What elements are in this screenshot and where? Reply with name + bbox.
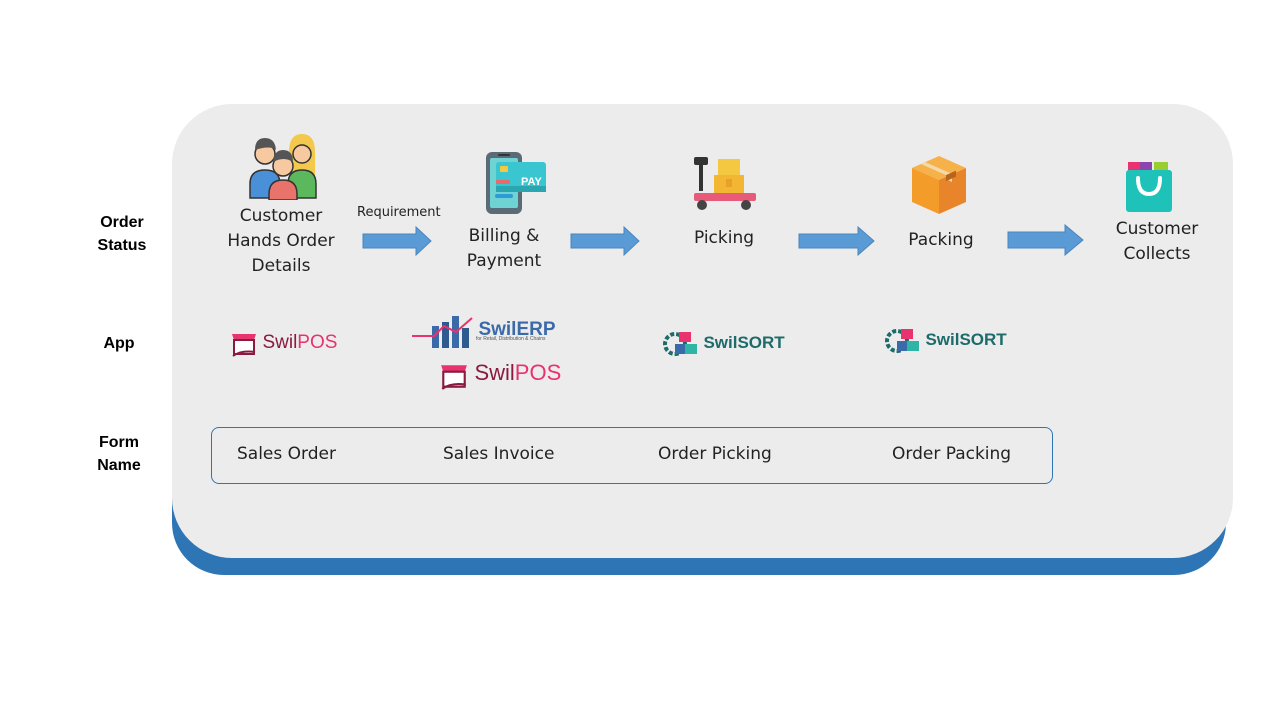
swilsort-2-brand-a: Swil — [925, 330, 960, 350]
step-label-customer-hands-order: Customer Hands Order Details — [227, 206, 335, 276]
customers-group-icon — [248, 132, 318, 201]
swilpos-2-brand-b: POS — [514, 360, 562, 385]
bar-chart-icon — [412, 316, 473, 348]
swilpos-logo-2: SwilPOS — [438, 360, 561, 391]
phone-payment-icon: PAY — [484, 150, 548, 216]
swilpos-brand-a: Swil — [262, 332, 298, 354]
shopping-bag-icon — [1124, 160, 1174, 214]
swilerp-tagline: for Retail, Distribution & Chains — [476, 336, 546, 342]
swilpos-logo: SwilPOS — [230, 330, 337, 358]
row-label-order-status: Order Status — [97, 214, 147, 254]
swilerp-logo: SwilERP for Retail, Distribution & Chain… — [412, 312, 562, 350]
flow-arrow-4 — [1007, 223, 1084, 257]
step-label-picking: Picking — [693, 228, 755, 248]
form-name-box — [211, 427, 1053, 484]
swilsort-logo-2: SwilSORT — [885, 327, 1007, 355]
swilsort-brand-b: SORT — [737, 333, 785, 353]
swilerp-brand-b: ERP — [516, 319, 556, 341]
gear-boxes-icon — [663, 332, 697, 356]
swilsort-brand-a: Swil — [703, 333, 738, 353]
swilsort-2-brand-b: SORT — [959, 330, 1007, 350]
form-order-packing: Order Packing — [892, 444, 1012, 464]
package-box-icon — [908, 152, 970, 216]
swilsort-logo: SwilSORT — [663, 330, 785, 358]
flow-arrow-2 — [570, 225, 640, 257]
step-label-packing: Packing — [908, 230, 974, 250]
storefront-icon — [441, 365, 467, 390]
swilpos-brand-b: POS — [297, 332, 338, 354]
form-sales-invoice: Sales Invoice — [443, 444, 555, 464]
storefront-icon — [232, 334, 256, 357]
flow-arrow-1 — [362, 225, 432, 257]
flow-arrow-3 — [798, 225, 875, 257]
swilpos-2-brand-a: Swil — [474, 360, 515, 385]
form-order-picking: Order Picking — [658, 444, 772, 464]
gear-boxes-icon — [885, 329, 919, 353]
row-label-form-name: Form Name — [97, 434, 141, 474]
swilerp-brand-a: Swil — [478, 319, 517, 341]
form-sales-order: Sales Order — [237, 444, 336, 464]
svg-text:PAY: PAY — [521, 176, 542, 188]
step-label-customer-collects: Customer Collects — [1115, 219, 1199, 264]
step-label-billing-payment: Billing & Payment — [466, 226, 542, 271]
row-label-app: App — [103, 335, 135, 352]
arrow-label-requirement: Requirement — [357, 205, 441, 220]
hand-truck-icon — [692, 155, 756, 211]
